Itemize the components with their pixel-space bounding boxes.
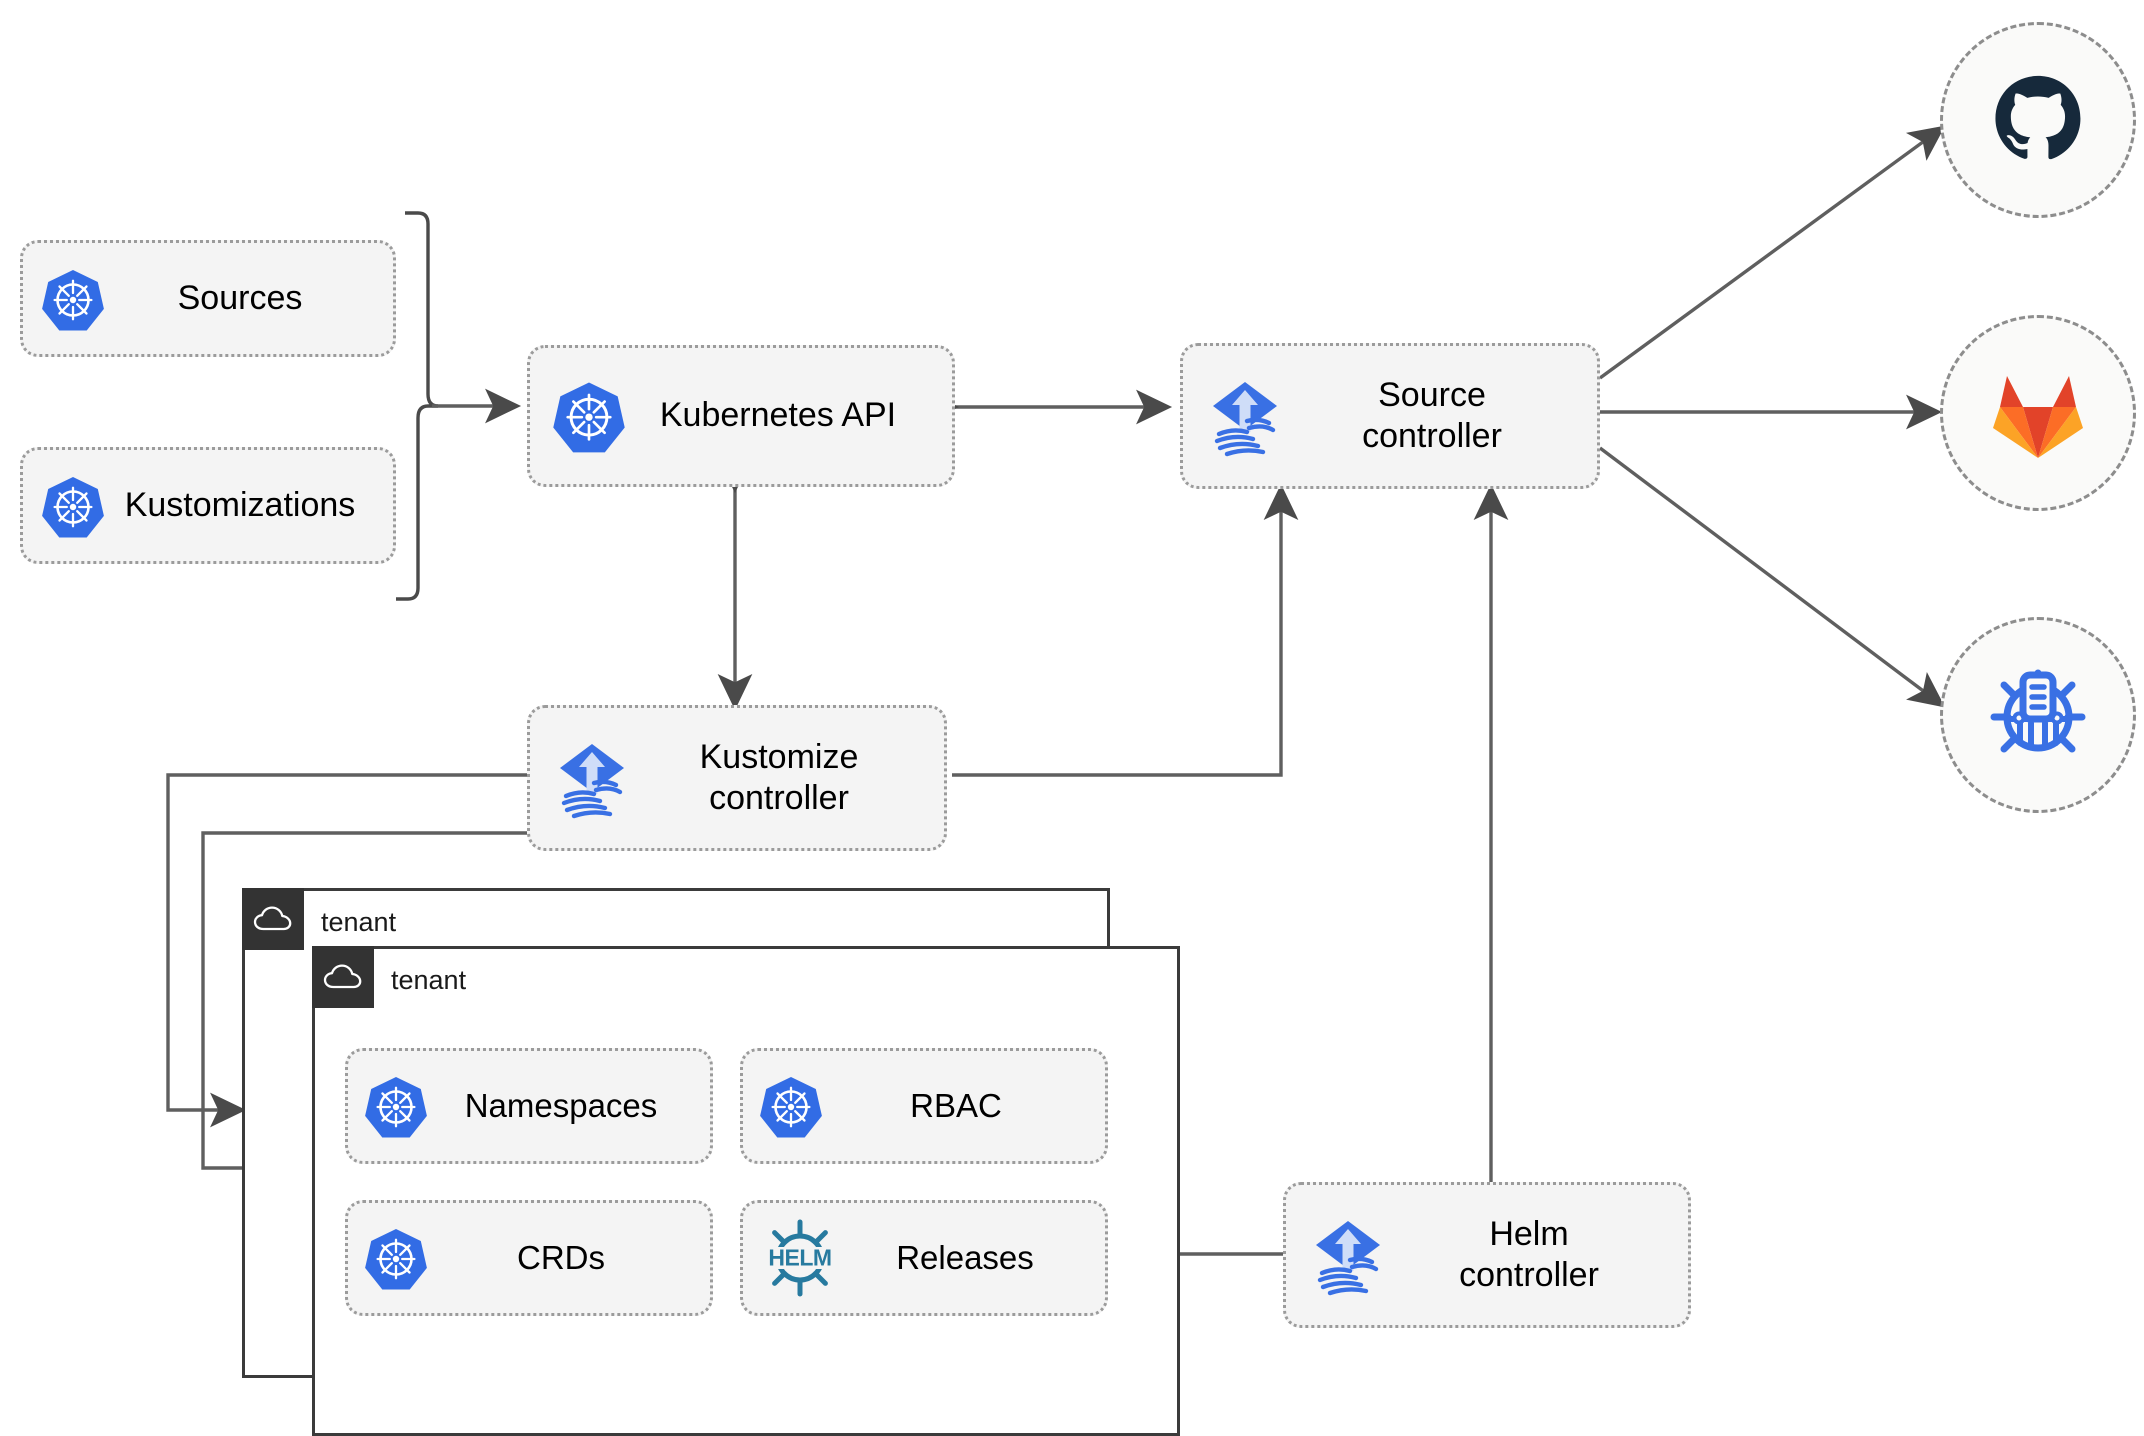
github-icon — [1995, 75, 2081, 160]
endpoint-bucket[interactable] — [1940, 617, 2136, 813]
diagram-canvas: Sources Kustomizations — [20, 22, 2136, 1436]
gitlab-icon — [1993, 376, 2083, 458]
node-rbac[interactable]: RBAC — [740, 1048, 1108, 1164]
node-label: Kubernetes API — [659, 396, 897, 435]
node-label: RBAC — [910, 1086, 1002, 1124]
node-sources[interactable]: Sources — [20, 240, 396, 357]
kubernetes-icon — [364, 1074, 428, 1138]
node-label: Releases — [896, 1238, 1034, 1276]
endpoint-gitlab[interactable] — [1940, 315, 2136, 511]
node-source-controller[interactable]: Source controller — [1180, 343, 1600, 489]
node-kustomize-controller[interactable]: Kustomize controller — [527, 705, 947, 851]
node-label: Sources — [177, 278, 303, 317]
tenant-box-front[interactable]: tenant — [312, 946, 1180, 1436]
node-label: Kustomize controller — [699, 737, 859, 817]
cloud-icon — [242, 888, 304, 950]
node-kubernetes-api[interactable]: Kubernetes API — [527, 345, 955, 487]
kubernetes-icon — [759, 1074, 823, 1138]
flux-icon — [1306, 1213, 1390, 1297]
node-namespaces[interactable]: Namespaces — [345, 1048, 713, 1164]
tenant-label: tenant — [391, 964, 467, 995]
endpoint-github[interactable] — [1940, 22, 2136, 218]
node-crds[interactable]: CRDs — [345, 1200, 713, 1316]
node-releases[interactable]: HELM Releases — [740, 1200, 1108, 1316]
flux-icon — [550, 736, 634, 820]
node-helm-controller[interactable]: Helm controller — [1283, 1182, 1691, 1328]
tenant-label: tenant — [321, 906, 397, 937]
node-label: CRDs — [517, 1238, 605, 1276]
svg-text:HELM: HELM — [768, 1245, 831, 1271]
kubernetes-icon — [552, 379, 626, 453]
node-label: Source controller — [1362, 375, 1502, 455]
node-label: Namespaces — [464, 1086, 658, 1124]
cloud-icon — [312, 946, 374, 1008]
kubernetes-icon — [41, 474, 105, 538]
node-label: Helm controller — [1459, 1214, 1599, 1294]
bucket-icon — [1990, 669, 2086, 753]
node-label: Kustomizations — [124, 485, 356, 524]
kubernetes-icon — [364, 1226, 428, 1290]
kubernetes-icon — [41, 267, 105, 331]
helm-icon: HELM — [759, 1218, 841, 1298]
node-kustomizations[interactable]: Kustomizations — [20, 447, 396, 564]
flux-icon — [1203, 374, 1287, 458]
